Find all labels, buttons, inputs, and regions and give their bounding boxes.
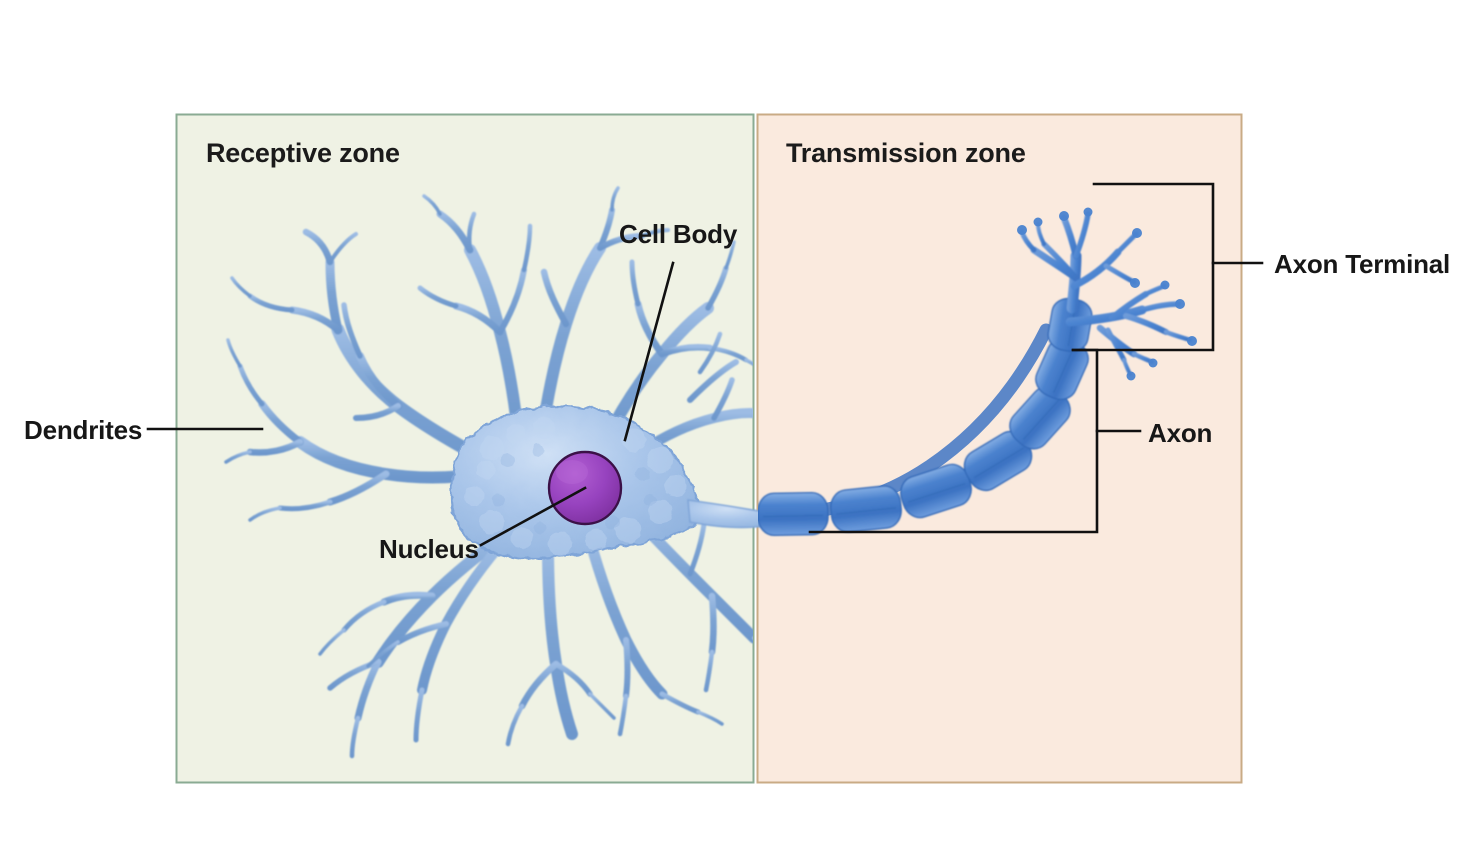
axon-terminal-bracket bbox=[1071, 182, 1264, 352]
receptive-zone-title: Receptive zone bbox=[206, 138, 400, 168]
dendrites-label: Dendrites bbox=[24, 415, 143, 445]
synaptic-bulbs bbox=[1017, 207, 1197, 381]
transmission-zone-title: Transmission zone bbox=[786, 138, 1026, 168]
axon-label: Axon bbox=[1148, 418, 1213, 448]
nucleus-leader-line bbox=[479, 486, 587, 547]
axon-bracket bbox=[808, 348, 1142, 534]
axon-terminal-label: Axon Terminal bbox=[1274, 249, 1451, 279]
cell-body-soma bbox=[450, 404, 702, 560]
callout-lines bbox=[146, 182, 1264, 547]
nucleus-highlight bbox=[556, 460, 588, 484]
cell-body-label: Cell Body bbox=[619, 219, 738, 249]
cell-body-leader-line bbox=[623, 261, 675, 442]
nucleus-label: Nucleus bbox=[379, 534, 479, 564]
